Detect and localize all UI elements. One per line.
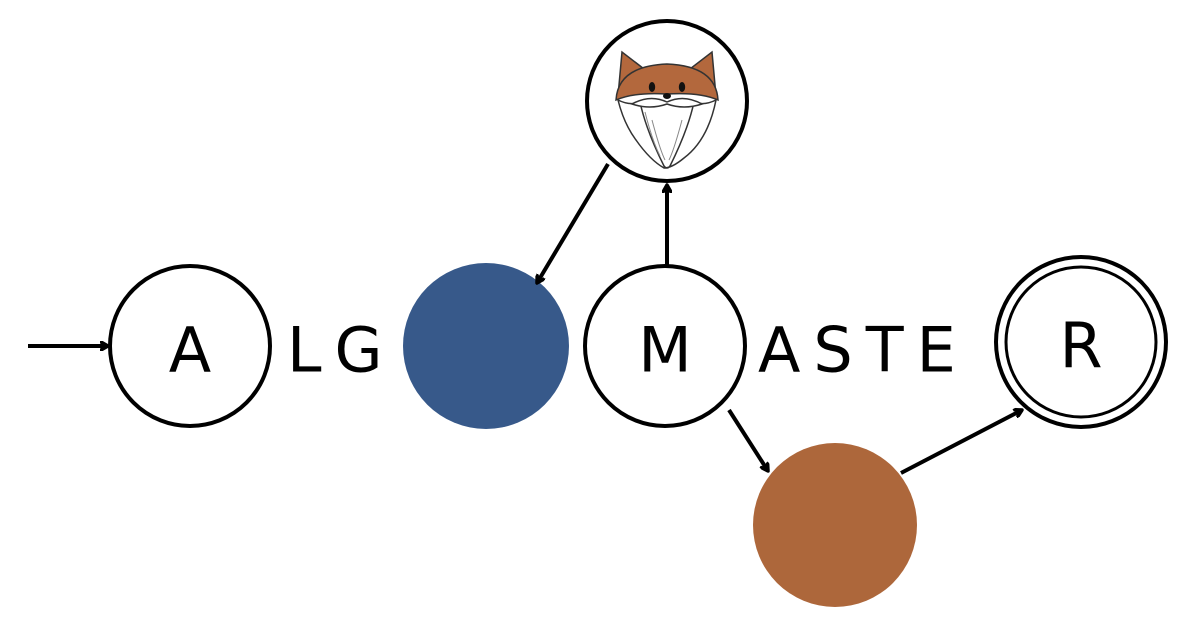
letters-lg: LG — [287, 314, 396, 387]
fox-with-beard-icon — [615, 50, 719, 169]
state-m-label: M — [638, 314, 692, 387]
fox-mascot-node — [585, 19, 749, 183]
state-m: M — [583, 264, 747, 428]
state-r-label: R — [1059, 310, 1102, 383]
state-a: A — [108, 264, 272, 428]
blue-node — [403, 263, 569, 429]
letters-aste: ASTE — [758, 314, 969, 387]
arrow-orange-to-r — [900, 410, 1022, 475]
state-a-label: A — [169, 314, 211, 387]
state-r-accepting: R — [994, 255, 1168, 429]
arrow-mascot-to-blue — [537, 162, 610, 283]
arrow-m-to-orange — [727, 408, 768, 471]
orange-node — [753, 443, 917, 607]
